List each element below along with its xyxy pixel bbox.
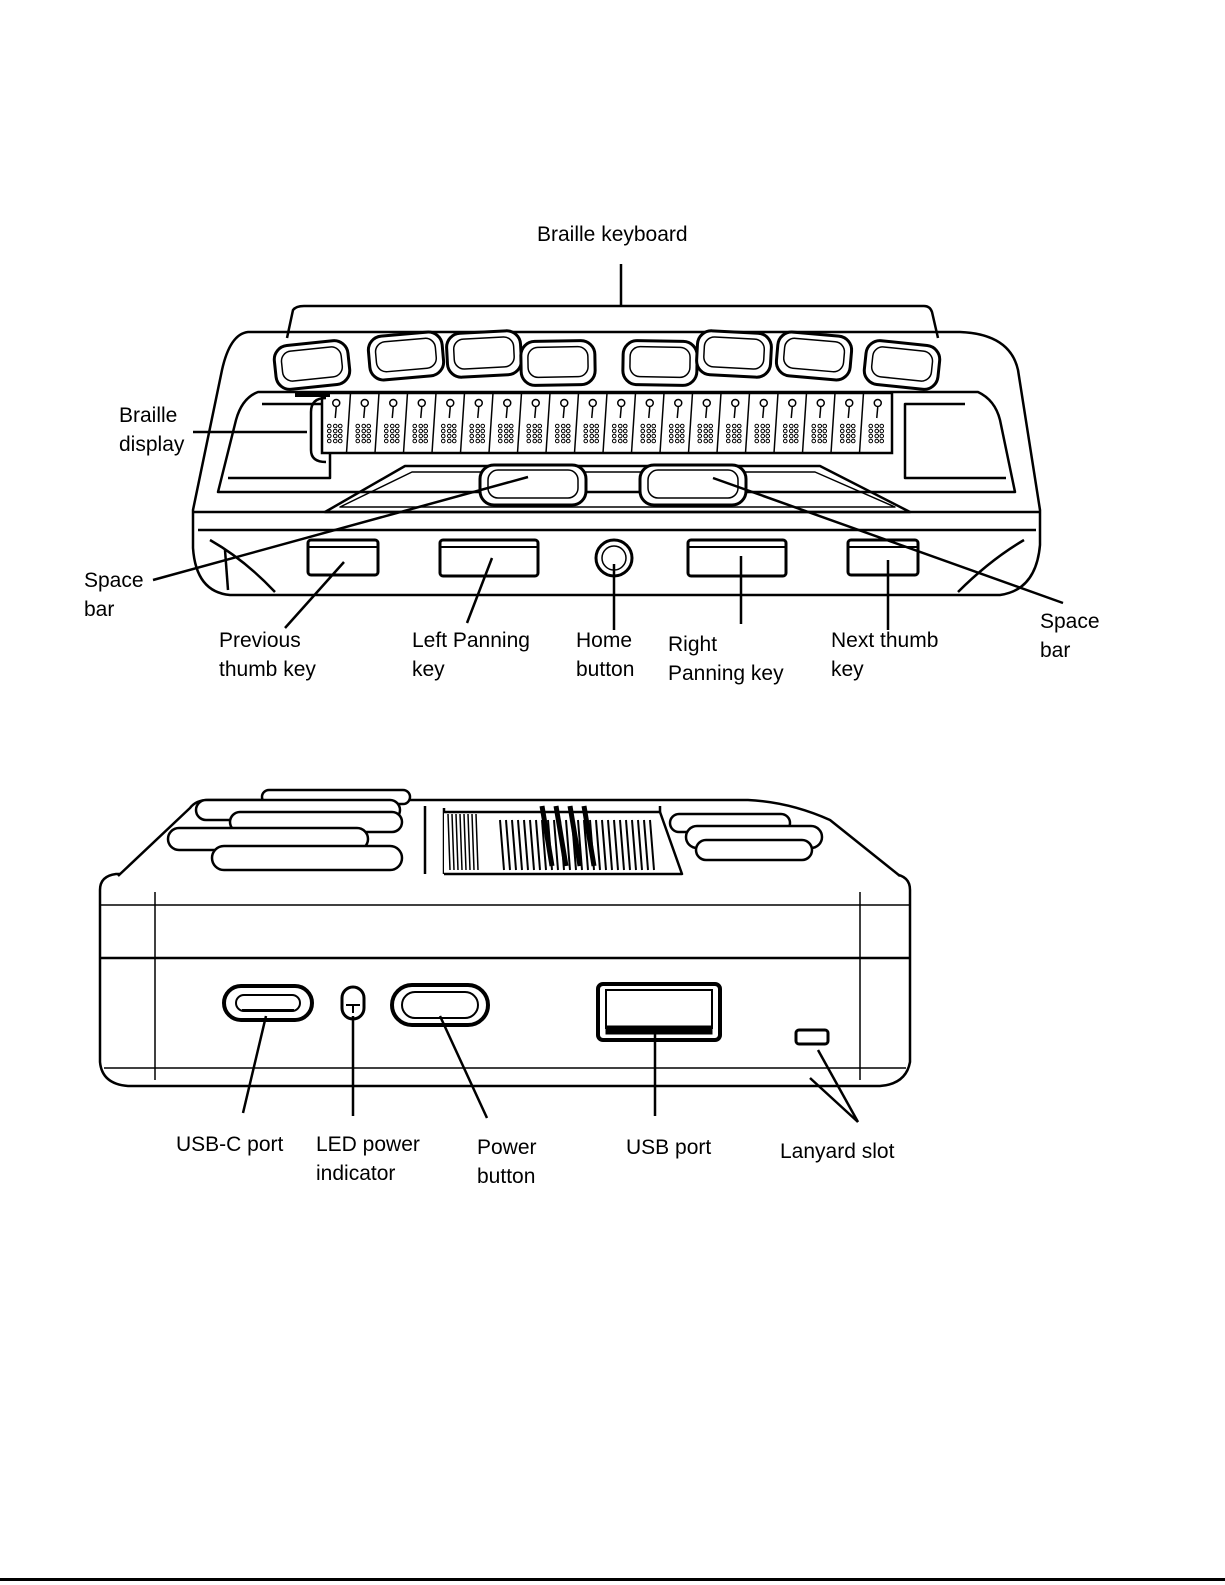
routing-button-stem — [820, 407, 821, 418]
routing-button-stem — [677, 407, 678, 418]
left-panning-key-label: Left Panning key — [412, 626, 530, 684]
routing-button-stem — [449, 407, 450, 418]
usb-c-port-label: USB-C port — [176, 1130, 283, 1159]
led-power-indicator-line2: indicator — [316, 1159, 420, 1188]
page-bottom-rule — [0, 1578, 1225, 1581]
routing-button-stem — [506, 407, 507, 418]
braille-display-label-line1: Braille — [119, 401, 184, 430]
cursor-routing-button — [447, 400, 454, 407]
home-button-line2: button — [576, 655, 634, 684]
right-panning-key-label: Right Panning key — [668, 630, 784, 688]
space-bar-right-line1: Space — [1040, 607, 1100, 636]
cursor-routing-button — [732, 400, 739, 407]
previous-thumb-key-line2: thumb key — [219, 655, 316, 684]
routing-button-stem — [791, 407, 792, 418]
routing-button-stem — [421, 407, 422, 418]
usb-port-label: USB port — [626, 1133, 711, 1162]
next-thumb-key-line2: key — [831, 655, 938, 684]
left-panning-key-line2: key — [412, 655, 530, 684]
cursor-routing-button — [703, 400, 710, 407]
power-button-line2: button — [477, 1162, 537, 1191]
cursor-routing-button — [561, 400, 568, 407]
cursor-routing-button — [618, 400, 625, 407]
space-bar-left-line1: Space — [84, 566, 144, 595]
cursor-routing-button — [504, 400, 511, 407]
routing-button-stem — [535, 407, 536, 418]
routing-button-stem — [392, 407, 393, 418]
cursor-routing-button — [418, 400, 425, 407]
cursor-routing-button — [390, 400, 397, 407]
home-button-label: Home button — [576, 626, 634, 684]
cursor-routing-button — [846, 400, 853, 407]
lanyard-slot-label: Lanyard slot — [780, 1137, 894, 1166]
braille-display-strip — [295, 393, 892, 453]
routing-button-stem — [734, 407, 735, 418]
power-button-label: Power button — [477, 1133, 537, 1191]
routing-button-stem — [592, 407, 593, 418]
routing-button-stem — [563, 407, 564, 418]
cursor-routing-button — [646, 400, 653, 407]
led-power-indicator-label: LED power indicator — [316, 1130, 420, 1188]
cursor-routing-button — [333, 400, 340, 407]
space-bar-left-line2: bar — [84, 595, 144, 624]
left-panning-key-line1: Left Panning — [412, 626, 530, 655]
braille-keyboard-label: Braille keyboard — [537, 220, 688, 249]
routing-button-stem — [620, 407, 621, 418]
cursor-routing-button — [475, 400, 482, 407]
routing-button-stem — [335, 407, 336, 418]
led-power-indicator-line1: LED power — [316, 1130, 420, 1159]
home-button-line1: Home — [576, 626, 634, 655]
routing-button-stem — [848, 407, 849, 418]
cursor-routing-button — [789, 400, 796, 407]
previous-thumb-key-line1: Previous — [219, 626, 316, 655]
routing-button-stem — [649, 407, 650, 418]
routing-button-stem — [478, 407, 479, 418]
routing-button-stem — [877, 407, 878, 418]
right-panning-key-line1: Right — [668, 630, 784, 659]
power-button-line1: Power — [477, 1133, 537, 1162]
routing-button-stem — [364, 407, 365, 418]
next-thumb-key-line1: Next thumb — [831, 626, 938, 655]
space-bar-left-label: Space bar — [84, 566, 144, 624]
routing-button-stem — [763, 407, 764, 418]
cursor-routing-button — [675, 400, 682, 407]
right-panning-key-line2: Panning key — [668, 659, 784, 688]
space-bar-right-line2: bar — [1040, 636, 1100, 665]
previous-thumb-key-label: Previous thumb key — [219, 626, 316, 684]
next-thumb-key-label: Next thumb key — [831, 626, 938, 684]
cursor-routing-button — [817, 400, 824, 407]
cursor-routing-button — [361, 400, 368, 407]
space-bar-right-label: Space bar — [1040, 607, 1100, 665]
braille-display-label: Braille display — [119, 401, 184, 459]
cursor-routing-button — [532, 400, 539, 407]
cursor-routing-button — [874, 400, 881, 407]
cursor-routing-button — [760, 400, 767, 407]
routing-button-stem — [706, 407, 707, 418]
cursor-routing-button — [589, 400, 596, 407]
braille-display-label-line2: display — [119, 430, 184, 459]
